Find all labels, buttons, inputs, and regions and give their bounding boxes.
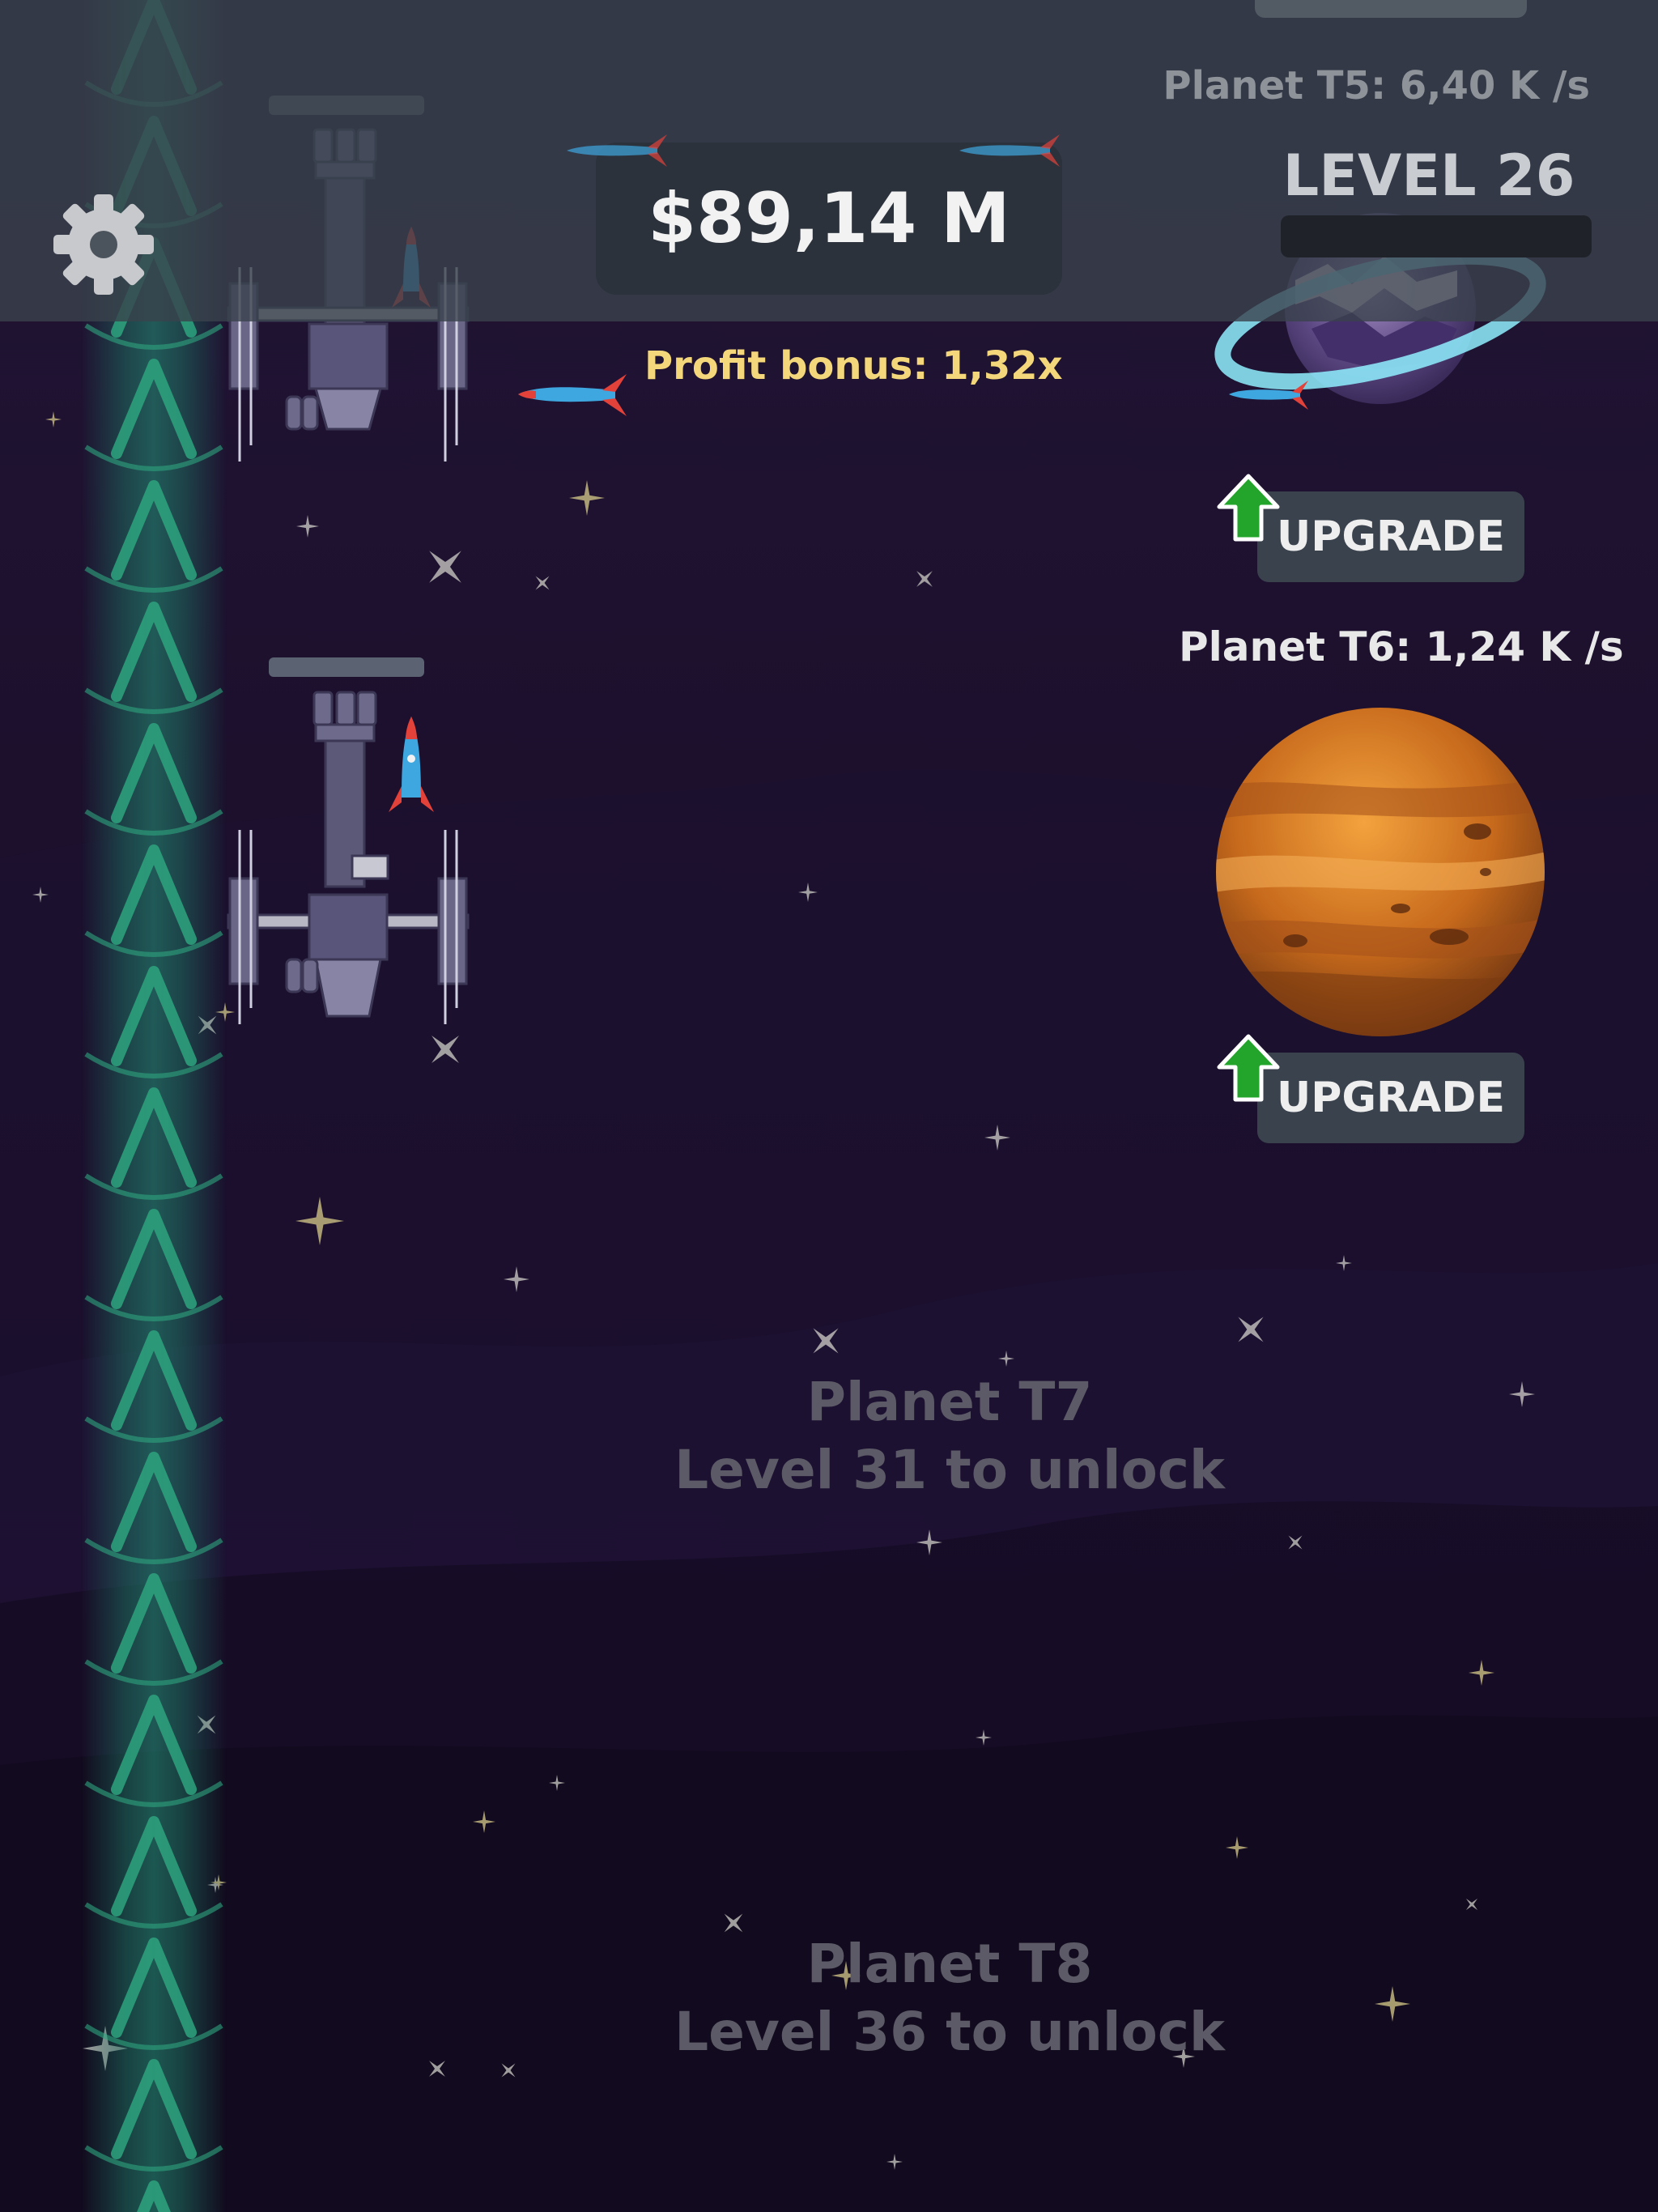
beam-chevron bbox=[84, 1695, 223, 1807]
planet-t8-locked: Planet T8 Level 36 to unlock bbox=[585, 1930, 1314, 2066]
gear-icon[interactable] bbox=[50, 191, 157, 298]
green-up-arrow-icon bbox=[1217, 1034, 1280, 1102]
planet-t6-upgrade-button[interactable]: UPGRADE bbox=[1257, 1053, 1524, 1143]
energy-beam bbox=[81, 0, 227, 2212]
planet-t8-requirement: Level 36 to unlock bbox=[674, 2001, 1225, 2063]
planet-t7-locked: Planet T7 Level 31 to unlock bbox=[585, 1368, 1314, 1504]
station-2-progress-bar bbox=[269, 657, 424, 677]
beam-chevron bbox=[84, 1087, 223, 1200]
beam-chevron bbox=[84, 1573, 223, 1686]
level-progress-bar bbox=[1281, 215, 1592, 257]
top-header-bar: $89,14 M Planet T5: 6,40 K /s LEVEL 26 bbox=[0, 0, 1658, 321]
beam-chevron bbox=[84, 602, 223, 714]
beam-chevron bbox=[84, 1816, 223, 1929]
money-value: $89,14 M bbox=[648, 178, 1010, 259]
beam-chevron bbox=[84, 359, 223, 471]
header-top-tab bbox=[1255, 0, 1527, 18]
beam-chevron bbox=[84, 966, 223, 1078]
beam-chevron bbox=[84, 1452, 223, 1564]
planet-t6[interactable] bbox=[1214, 706, 1546, 1038]
planet-t6-rate: Planet T6: 1,24 K /s bbox=[1179, 623, 1624, 670]
beam-chevron bbox=[84, 2059, 223, 2172]
header-rocket-left bbox=[567, 134, 667, 167]
planet-t7-requirement: Level 31 to unlock bbox=[674, 1439, 1225, 1501]
beam-chevron bbox=[84, 1209, 223, 1321]
beam-chevron bbox=[84, 844, 223, 957]
space-station-2[interactable] bbox=[219, 684, 478, 1040]
beam-chevron bbox=[84, 1938, 223, 2050]
beam-chevrons bbox=[84, 0, 223, 2212]
planet-t7-name: Planet T7 bbox=[806, 1371, 1093, 1433]
flying-rocket bbox=[518, 374, 627, 416]
money-display: $89,14 M bbox=[596, 143, 1062, 295]
planet-t8-name: Planet T8 bbox=[806, 1933, 1093, 1995]
green-up-arrow-icon bbox=[1217, 474, 1280, 542]
upgrade-label: UPGRADE bbox=[1277, 513, 1505, 561]
beam-chevron bbox=[84, 723, 223, 836]
profit-bonus-label: Profit bonus: 1,32x bbox=[644, 343, 1063, 389]
planet-t5-upgrade-button[interactable]: UPGRADE bbox=[1257, 491, 1524, 582]
header-rocket-right bbox=[959, 134, 1060, 167]
small-rocket bbox=[1229, 381, 1308, 410]
beam-chevron bbox=[84, 480, 223, 593]
planet-t5-rate: Planet T5: 6,40 K /s bbox=[1163, 63, 1590, 108]
beam-chevron bbox=[84, 1330, 223, 1443]
beam-chevron bbox=[137, 2180, 171, 2212]
level-label: LEVEL 26 bbox=[1282, 143, 1575, 209]
upgrade-label: UPGRADE bbox=[1277, 1074, 1505, 1122]
